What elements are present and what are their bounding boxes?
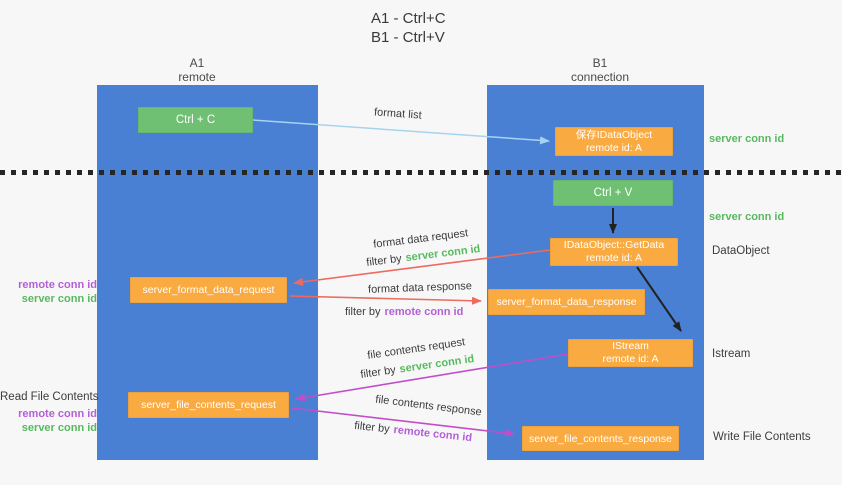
node-server-format-data-request-label: server_format_data_request bbox=[142, 284, 275, 296]
server-conn-id-label-mid-right: server conn id bbox=[709, 211, 785, 223]
node-server-format-data-response: server_format_data_response bbox=[488, 289, 645, 315]
istream-label: Istream bbox=[712, 348, 751, 360]
filter-by-text: filter by bbox=[359, 364, 397, 381]
column-a1-role: remote bbox=[178, 70, 216, 84]
filter-by-text: filter by bbox=[353, 419, 391, 436]
node-ctrl-v: Ctrl + V bbox=[553, 180, 673, 206]
server-conn-id-label: server conn id bbox=[21, 422, 97, 434]
label-file-contents-response: file contents response bbox=[375, 394, 483, 419]
node-istream-line1: IStream bbox=[612, 340, 649, 352]
node-save-dataobject: 保存IDataObject remote id: A bbox=[555, 127, 673, 156]
node-ctrl-c: Ctrl + C bbox=[138, 107, 253, 133]
server-conn-id-text: server conn id bbox=[404, 243, 481, 265]
column-a1-name: A1 bbox=[189, 56, 205, 70]
column-b1-name: B1 bbox=[592, 56, 608, 70]
server-conn-id-label: server conn id bbox=[21, 293, 97, 305]
write-file-contents-label: Write File Contents bbox=[713, 431, 811, 443]
node-server-format-data-request: server_format_data_request bbox=[130, 277, 287, 303]
title-line-2: B1 - Ctrl+V bbox=[371, 29, 445, 46]
node-istream: IStream remote id: A bbox=[568, 339, 693, 367]
node-idataobject-getdata-line1: IDataObject::GetData bbox=[563, 239, 665, 251]
node-server-file-contents-request-label: server_file_contents_request bbox=[141, 399, 276, 411]
node-save-dataobject-line1: 保存IDataObject bbox=[575, 128, 653, 141]
column-header-b1: B1 connection bbox=[495, 56, 705, 84]
node-server-format-data-response-label: server_format_data_response bbox=[496, 296, 637, 308]
remote-conn-id-text: remote conn id bbox=[384, 306, 464, 318]
filter-by-text: filter by bbox=[365, 252, 403, 269]
node-idataobject-getdata: IDataObject::GetData remote id: A bbox=[550, 238, 678, 266]
arrow-format-data-response bbox=[289, 295, 482, 305]
label-format-list-text: format list bbox=[373, 106, 423, 122]
title-line-1: A1 - Ctrl+C bbox=[371, 10, 446, 27]
label-format-list: format list bbox=[374, 106, 422, 121]
remote-conn-id-label: remote conn id bbox=[18, 408, 97, 420]
server-conn-id-text: server conn id bbox=[398, 353, 475, 376]
remote-conn-id-text: remote conn id bbox=[392, 423, 473, 445]
node-ctrl-c-label: Ctrl + C bbox=[175, 114, 216, 126]
session-divider-dotted-line bbox=[0, 170, 842, 175]
node-server-file-contents-request: server_file_contents_request bbox=[128, 392, 289, 418]
node-idataobject-getdata-line2: remote id: A bbox=[585, 252, 643, 264]
left-labels-file: Read File Contents remote conn id server… bbox=[0, 390, 99, 435]
node-server-file-contents-response-label: server_file_contents_response bbox=[528, 432, 672, 445]
left-conn-id-labels-format: remote conn id server conn id bbox=[10, 278, 97, 306]
filter-by-text: filter by bbox=[345, 306, 381, 318]
node-istream-line2: remote id: A bbox=[602, 353, 659, 365]
label-format-data-response: format data response bbox=[368, 280, 472, 296]
remote-conn-id-label: remote conn id bbox=[18, 279, 97, 291]
column-b1-role: connection bbox=[570, 70, 630, 84]
dataobject-label: DataObject bbox=[712, 245, 770, 257]
read-file-contents-label: Read File Contents bbox=[0, 391, 99, 403]
server-conn-id-label-top-right: server conn id bbox=[709, 133, 785, 145]
node-save-dataobject-line2: remote id: A bbox=[585, 141, 643, 154]
node-server-file-contents-response: server_file_contents_response bbox=[522, 426, 679, 451]
column-header-a1: A1 remote bbox=[97, 56, 297, 84]
label-file-contents-response-text: file contents response bbox=[374, 393, 483, 419]
diagram-title: A1 - Ctrl+C B1 - Ctrl+V bbox=[371, 9, 446, 47]
label-format-data-response-text: format data response bbox=[367, 280, 473, 296]
node-ctrl-v-label: Ctrl + V bbox=[593, 187, 633, 199]
